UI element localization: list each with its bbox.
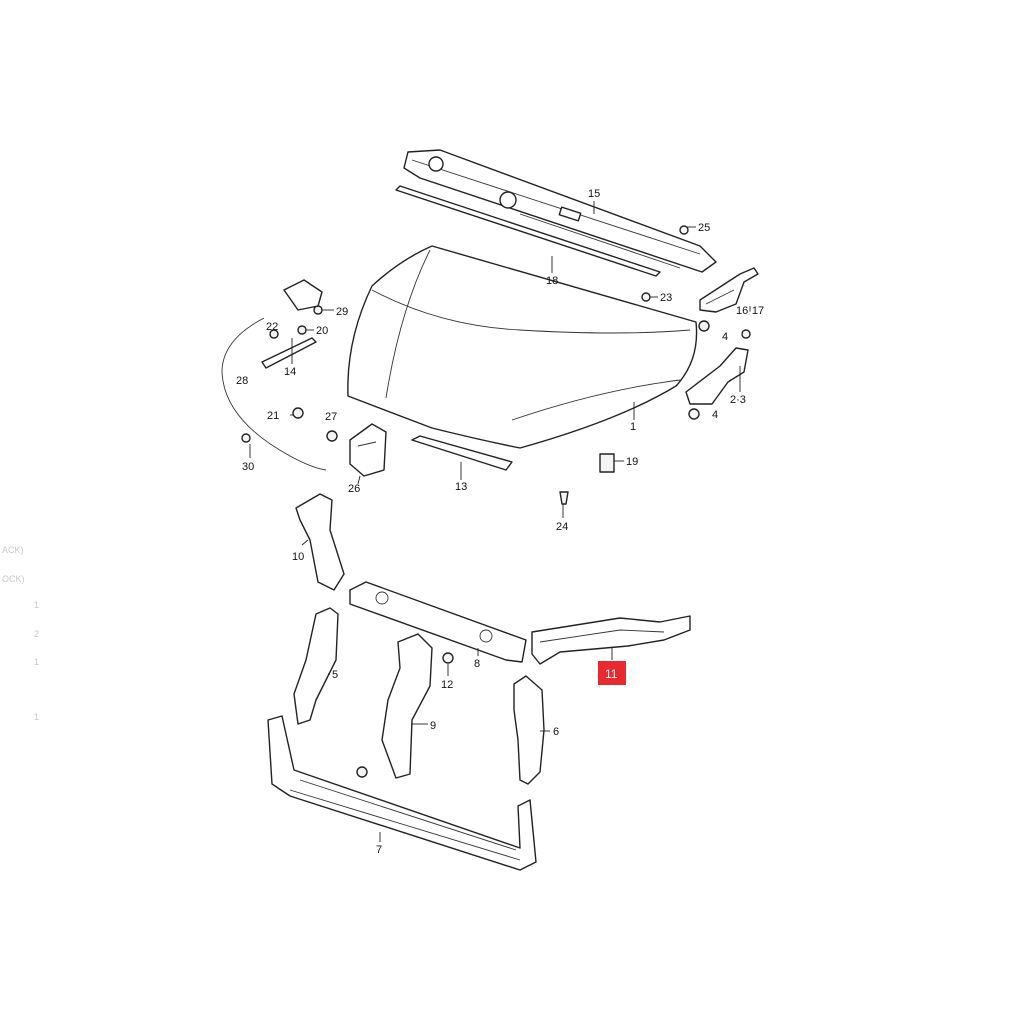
part-20-clip — [297, 325, 307, 335]
label-2-3: 2·3 — [730, 394, 746, 406]
label-23: 23 — [660, 292, 672, 304]
label-8: 8 — [474, 658, 480, 670]
part-25-bolt — [679, 225, 689, 235]
label-4-upper: 4 — [722, 331, 728, 343]
part-bolt-lower — [356, 766, 368, 778]
part-18-weatherstrip[interactable] — [395, 185, 661, 277]
fasteners — [241, 225, 751, 778]
label-21: 21 — [267, 410, 279, 422]
label-25: 25 — [698, 222, 710, 234]
part-2-3-hinge[interactable] — [685, 347, 749, 405]
part-23-clip — [641, 292, 651, 302]
label-28: 28 — [236, 375, 248, 387]
label-26: 26 — [348, 483, 360, 495]
label-15: 15 — [588, 188, 600, 200]
margin-mark: 1 — [34, 712, 39, 722]
label-29: 29 — [336, 306, 348, 318]
label-18: 18 — [546, 275, 558, 287]
leader-lines — [249, 201, 751, 842]
label-9: 9 — [430, 720, 436, 732]
margin-mark: OCK) — [2, 574, 25, 584]
part-28-release-cable[interactable] — [221, 279, 327, 471]
part-14-cable-clip[interactable] — [261, 337, 317, 369]
part-30-clip — [241, 433, 251, 443]
label-14: 14 — [284, 366, 296, 378]
margin-mark: 1 — [34, 600, 39, 610]
part-26-hood-latch[interactable] — [349, 423, 387, 477]
label-5: 5 — [332, 669, 338, 681]
part-15-cowl-panel[interactable] — [403, 149, 717, 273]
part-13-bracket[interactable] — [411, 435, 513, 471]
label-12: 12 — [441, 679, 453, 691]
part-12-bolt — [442, 652, 454, 664]
label-24: 24 — [556, 521, 568, 533]
part-19-stopper — [599, 453, 615, 473]
part-10-side-support[interactable] — [295, 493, 345, 591]
part-4-bolt-upper — [741, 329, 751, 339]
margin-marks: ACK) OCK) 1 2 1 1 — [2, 545, 39, 722]
margin-mark: 1 — [34, 657, 39, 667]
part-22-clip — [269, 329, 279, 339]
label-13: 13 — [455, 481, 467, 493]
part-4-bolt-lower — [688, 408, 700, 420]
label-6: 6 — [553, 726, 559, 738]
part-9-center-stay[interactable] — [381, 633, 433, 779]
highlight-box — [598, 661, 626, 685]
label-20: 20 — [316, 325, 328, 337]
part-11-side-member[interactable] — [531, 615, 691, 665]
part-24-clip — [559, 491, 569, 505]
label-16-17: 16·17 — [736, 305, 764, 317]
label-4-lower: 4 — [712, 409, 718, 421]
label-19: 19 — [626, 456, 638, 468]
part-1-hood[interactable] — [347, 245, 698, 449]
part-8-upper-crossmember[interactable] — [349, 581, 527, 663]
part-27-bolt — [326, 430, 338, 442]
label-27: 27 — [325, 411, 337, 423]
label-22: 22 — [266, 321, 278, 333]
margin-mark: 2 — [34, 629, 39, 639]
part-6-right-pillar[interactable] — [513, 675, 545, 785]
part-labels: 15 25 18 23 16·17 4 2·3 4 1 19 13 24 26 … — [236, 188, 764, 856]
label-30: 30 — [242, 461, 254, 473]
label-11: 11 — [605, 667, 618, 681]
part-5-left-pillar[interactable] — [293, 607, 339, 725]
margin-mark: ACK) — [2, 545, 24, 555]
part-16-nut — [698, 320, 710, 332]
part-21-clip — [292, 407, 304, 419]
label-1: 1 — [630, 421, 636, 433]
label-7: 7 — [376, 844, 382, 856]
highlight-callout-11[interactable]: 11 — [598, 661, 626, 685]
part-7-lower-crossmember[interactable] — [267, 715, 537, 871]
part-16-17-hood-hinge[interactable] — [699, 267, 759, 313]
label-10: 10 — [292, 551, 304, 563]
